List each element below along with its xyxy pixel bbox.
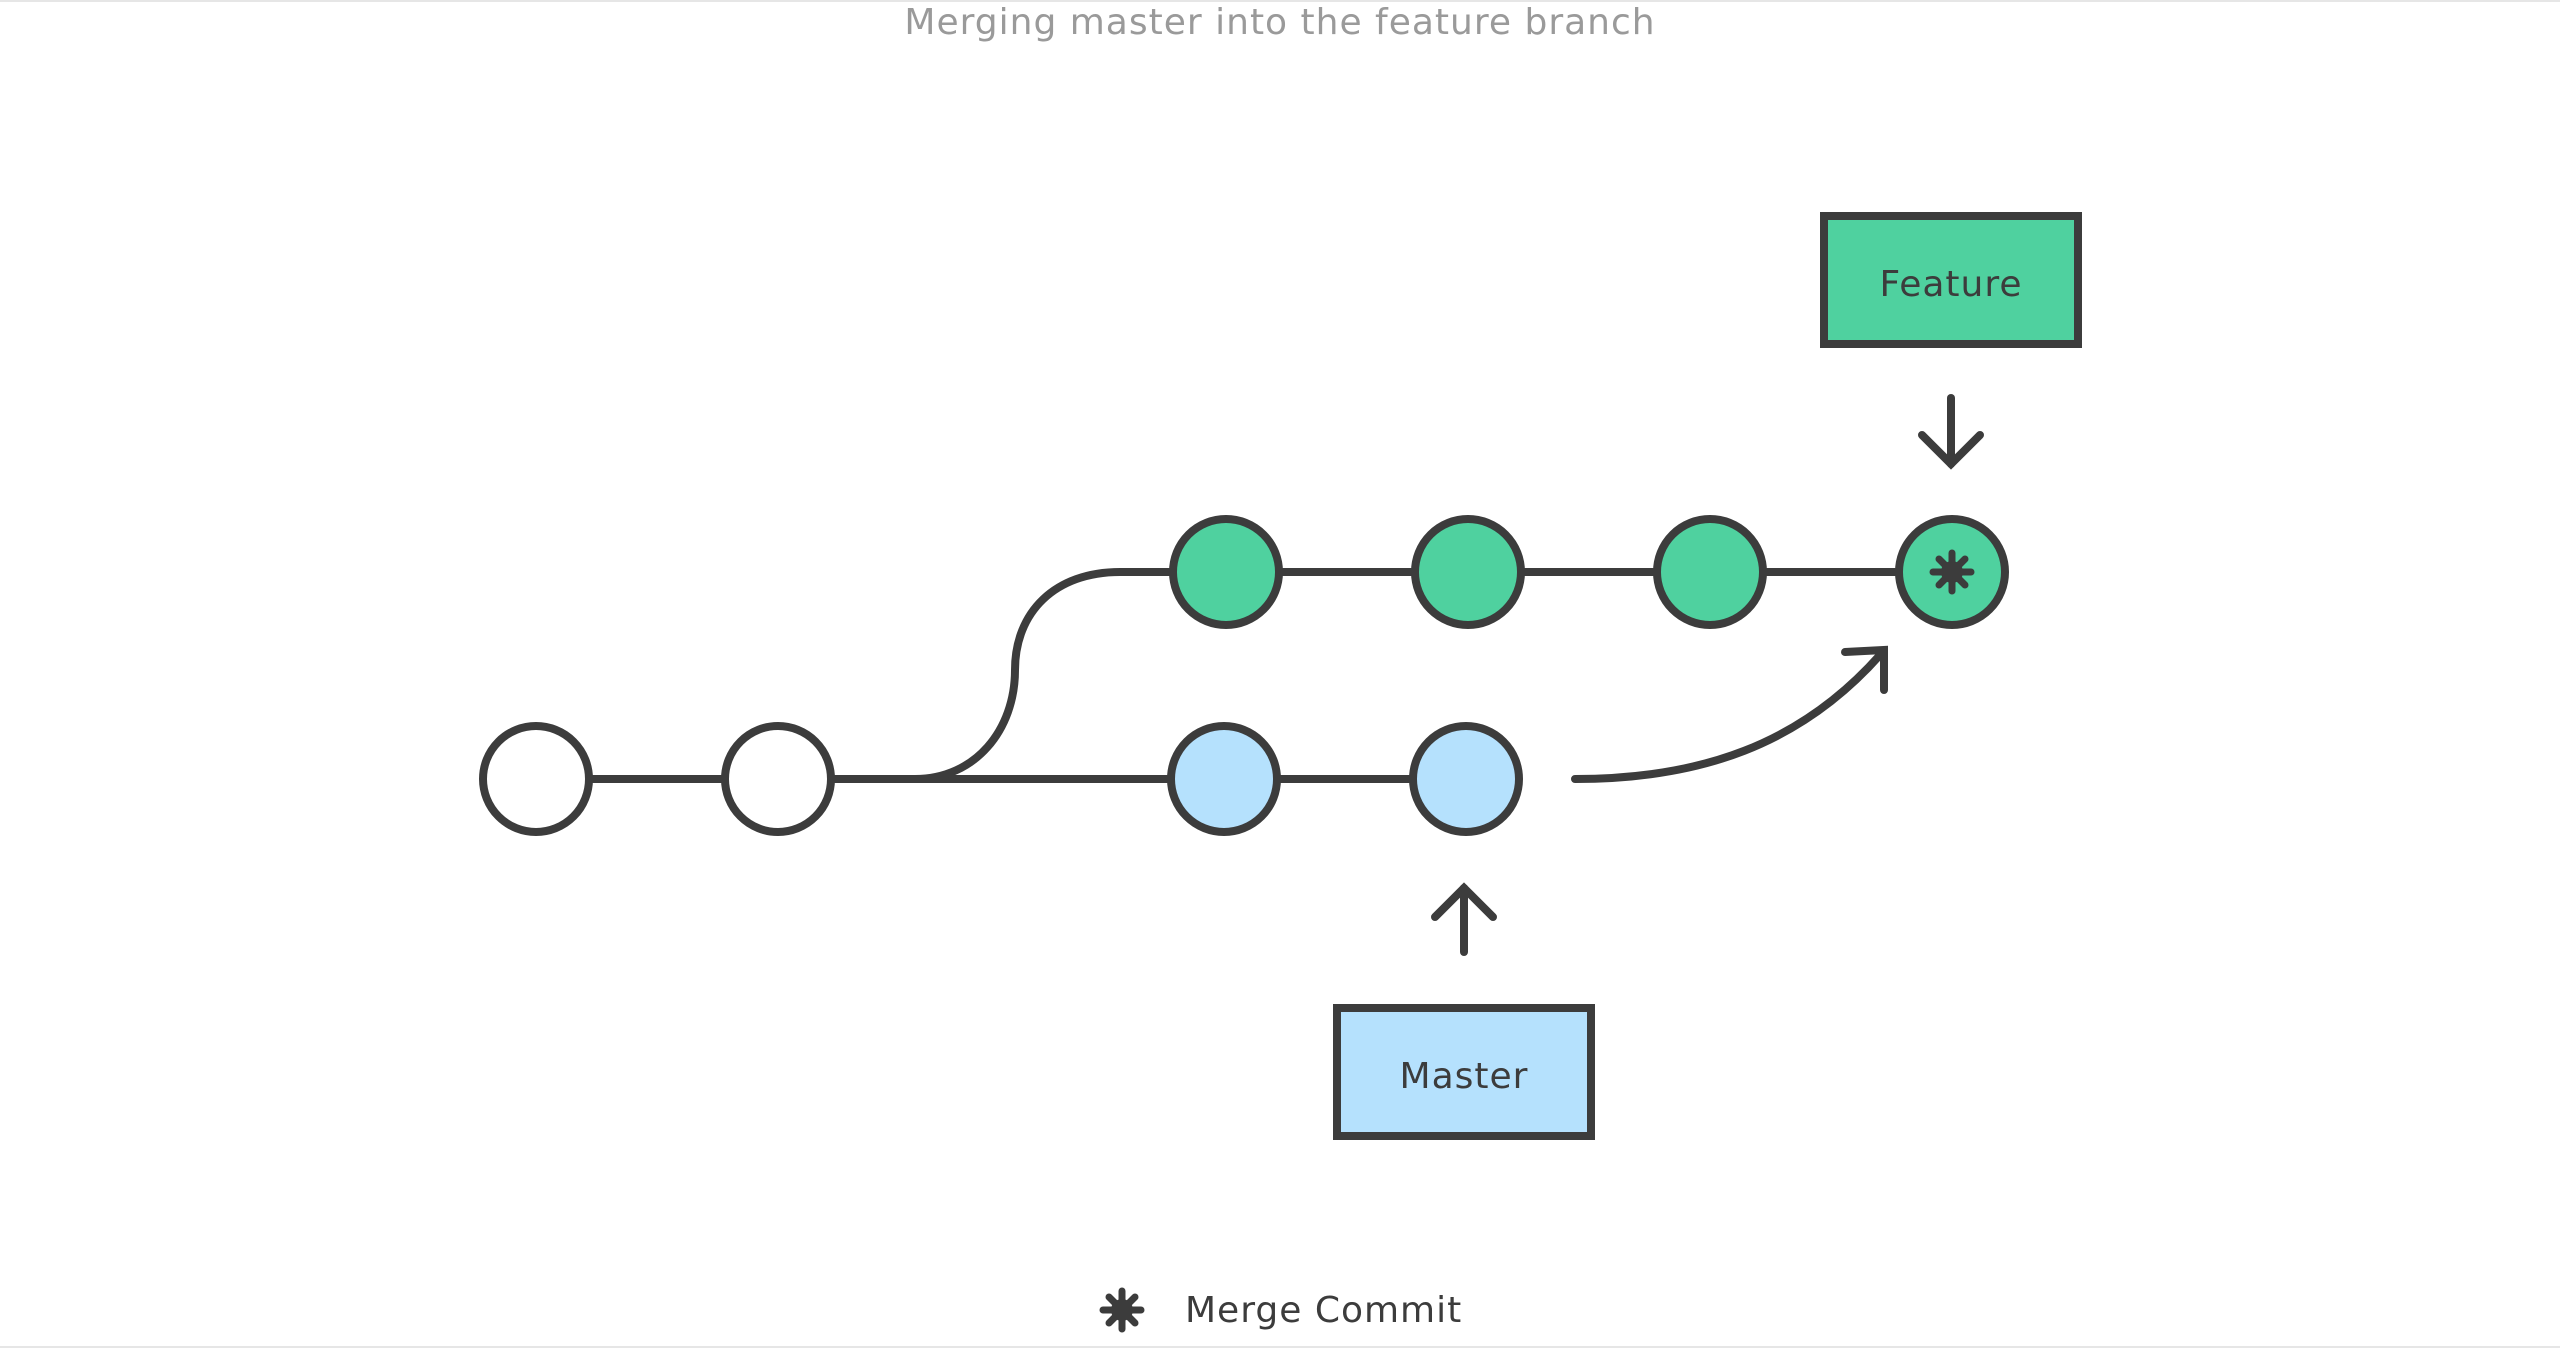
feature-commit-3	[1653, 515, 1767, 629]
branch-curve	[862, 568, 1176, 783]
legend-label: Merge Commit	[1185, 1290, 1462, 1331]
feature-commit-1	[1169, 515, 1283, 629]
connectors	[586, 394, 1984, 956]
master-commit-1	[1167, 722, 1281, 836]
merge-arrow-curve	[1571, 651, 1884, 783]
legend: Merge Commit	[1099, 1287, 1462, 1333]
legend-merge-commit-icon	[1099, 1287, 1145, 1333]
master-label-box	[1333, 1004, 1595, 1140]
merge-arrow-head	[1841, 645, 1888, 694]
merge-commit-icon	[1929, 549, 1975, 595]
master-label: Master	[1333, 1004, 1595, 1140]
feature-label-box	[1820, 212, 2082, 348]
base-commit-1	[479, 722, 593, 836]
master-pointer-head	[1431, 882, 1497, 921]
bottom-border	[0, 1346, 2560, 1348]
page-title: Merging master into the feature branch	[904, 2, 1656, 43]
master-commit-2	[1409, 722, 1523, 836]
top-border	[0, 0, 2560, 2]
master-label-text: Master	[1400, 1056, 1529, 1097]
feature-pointer-head	[1918, 431, 1984, 470]
base-commit-2	[721, 722, 835, 836]
feature-label-text: Feature	[1879, 264, 2022, 305]
feature-commit-2	[1411, 515, 1525, 629]
commits	[479, 515, 2009, 836]
feature-label: Feature	[1820, 212, 2082, 348]
